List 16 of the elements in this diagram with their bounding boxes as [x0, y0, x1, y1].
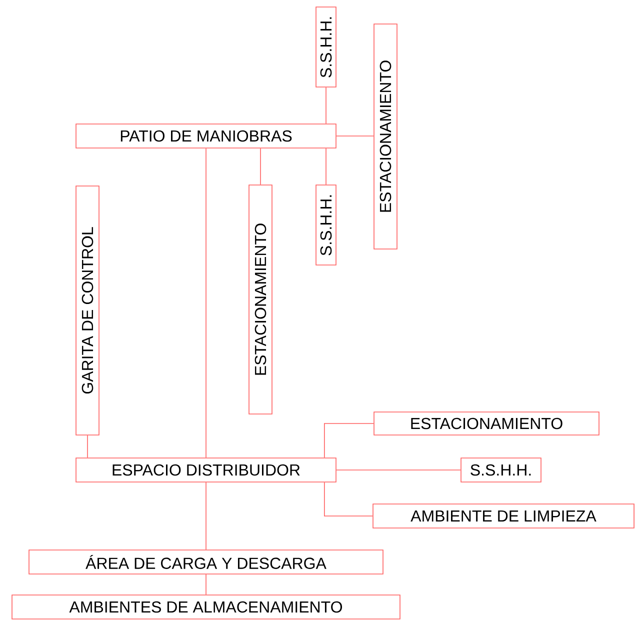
- connector-line: [324, 482, 373, 516]
- label-box: S.S.H.H.: [316, 6, 336, 88]
- label-box: PATIO DE MANIOBRAS: [76, 124, 336, 148]
- label-box: ESTACIONAMIENTO: [248, 184, 272, 414]
- label-box: ESTACIONAMIENTO: [374, 24, 398, 250]
- connector-line: [324, 423, 374, 458]
- label-box: S.S.H.H.: [460, 458, 542, 482]
- label-box: S.S.H.H.: [316, 184, 336, 266]
- label-box: AMBIENTES DE ALMACENAMIENTO: [12, 594, 400, 620]
- label-box: AMBIENTE DE LIMPIEZA: [372, 504, 634, 528]
- label-box: ÁREA DE CARGA Y DESCARGA: [28, 550, 384, 574]
- connector-line: [87, 434, 88, 458]
- label-box: ESPACIO DISTRIBUIDOR: [76, 458, 336, 482]
- connector-line: [260, 148, 261, 185]
- label-box: GARITA DE CONTROL: [76, 186, 100, 436]
- label-box: ESTACIONAMIENTO: [374, 412, 600, 436]
